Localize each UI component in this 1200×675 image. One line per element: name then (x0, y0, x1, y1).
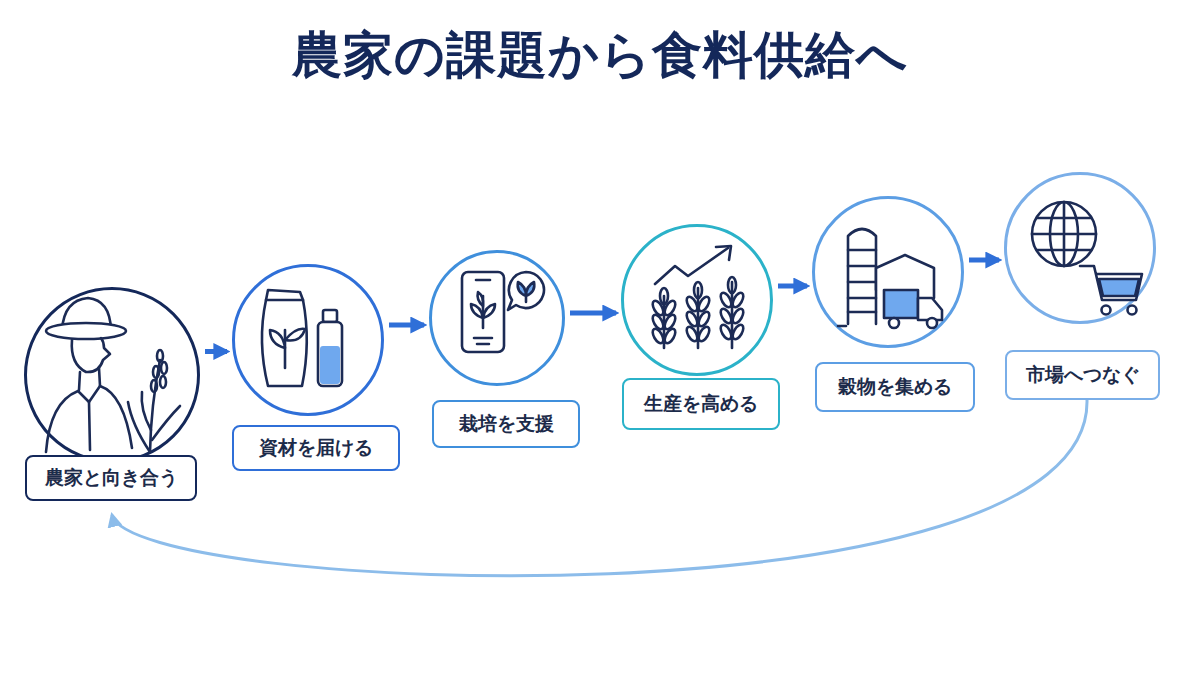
step-label-box: 資材を届ける (232, 425, 400, 471)
step-label: 穀物を集める (838, 374, 952, 400)
step-circle: 穀物を集める (812, 196, 964, 348)
step-label-box: 穀物を集める (815, 362, 975, 412)
flow-arrow (112, 400, 1087, 576)
flow-arrow (389, 323, 424, 328)
step-label-box: 農家と向き合う (25, 455, 197, 501)
step-circle: 資材を届ける (232, 264, 384, 416)
step-circle: 農家と向き合う (24, 287, 200, 463)
step-label-box: 生産を高める (622, 378, 780, 430)
step-label-box: 市場へつなぐ (1005, 350, 1160, 400)
step-label: 資材を届ける (259, 435, 373, 461)
step-label: 栽培を支援 (459, 411, 554, 437)
step-label: 生産を高める (644, 391, 758, 417)
cart-wheel (1128, 306, 1137, 315)
step-label-box: 栽培を支援 (432, 400, 580, 448)
flow-arrow (969, 258, 999, 263)
flow-arrow (570, 311, 616, 316)
diagram-title: 農家の課題から食料供給へ (0, 22, 1200, 89)
step-circle: 生産を高める (621, 224, 773, 376)
flow-arrow (778, 284, 807, 289)
step-circle: 市場へつなぐ (1004, 172, 1156, 324)
flow-arrow (205, 349, 227, 354)
step-circle: 栽培を支援 (429, 250, 565, 386)
step-label: 市場へつなぐ (1026, 362, 1140, 388)
step-label: 農家と向き合う (45, 465, 178, 491)
